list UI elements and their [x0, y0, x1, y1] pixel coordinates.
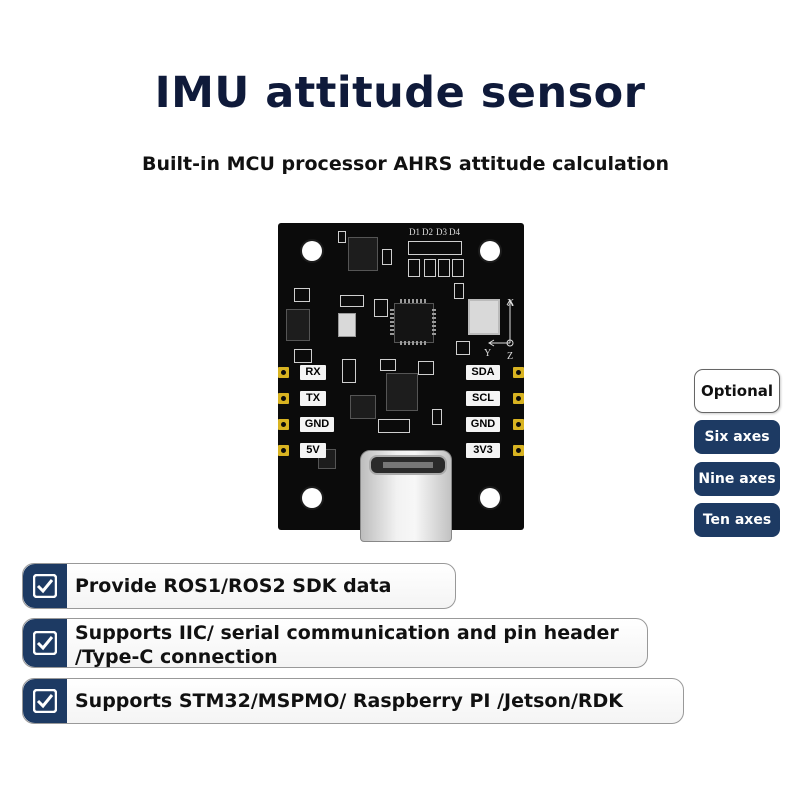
pin-label-scl: SCL	[466, 391, 500, 406]
feature-text: Supports IIC/ serial communication and p…	[75, 622, 619, 668]
capacitor	[342, 359, 356, 383]
optional-heading: Optional	[694, 369, 780, 413]
pin-pad	[513, 393, 524, 404]
pin-pad	[278, 367, 289, 378]
usb-uart-chip	[386, 373, 418, 411]
capacitor	[424, 259, 436, 277]
resistor	[294, 349, 312, 363]
option-six-axes: Six axes	[694, 420, 780, 454]
capacitor	[382, 249, 392, 265]
capacitor	[408, 259, 420, 277]
resistor	[456, 341, 470, 355]
mounting-hole	[302, 488, 322, 508]
pin-pad	[278, 393, 289, 404]
resistor	[418, 361, 434, 375]
page-subtitle: Built-in MCU processor AHRS attitude cal…	[141, 153, 670, 175]
usb-c-connector-icon	[360, 450, 452, 542]
mcu-pins	[390, 309, 394, 335]
page-title: IMU attitude sensor	[154, 68, 646, 118]
led-label-d1: D1	[409, 227, 420, 237]
feature-row-platforms: Supports STM32/MSPMO/ Raspberry PI /Jets…	[22, 678, 684, 724]
resistor	[378, 419, 410, 433]
led-label-d2: D2	[422, 227, 433, 237]
transistor	[350, 395, 376, 419]
capacitor	[454, 283, 464, 299]
mcu-pins	[400, 341, 426, 345]
mcu-pins	[432, 309, 436, 335]
option-nine-axes: Nine axes	[694, 462, 780, 496]
capacitor	[438, 259, 450, 277]
mounting-hole	[302, 241, 322, 261]
pin-label-gnd: GND	[300, 417, 334, 432]
led-row	[408, 241, 462, 255]
checkbox-checked-icon	[23, 679, 67, 723]
mounting-hole	[480, 488, 500, 508]
pin-pad	[513, 419, 524, 430]
mounting-hole	[480, 241, 500, 261]
capacitor	[432, 409, 442, 425]
pin-pad	[278, 419, 289, 430]
feature-text: Provide ROS1/ROS2 SDK data	[75, 575, 392, 597]
capacitor	[338, 231, 346, 243]
pin-label-sda: SDA	[466, 365, 500, 380]
led-label-d3: D3	[436, 227, 447, 237]
axis-label-z: Z	[507, 351, 514, 362]
crystal	[338, 313, 356, 337]
capacitor	[452, 259, 464, 277]
led-label-d4: D4	[449, 227, 460, 237]
resistor	[294, 288, 310, 302]
feature-text: Supports STM32/MSPMO/ Raspberry PI /Jets…	[75, 690, 624, 712]
voltage-regulator	[348, 237, 378, 271]
feature-row-communication: Supports IIC/ serial communication and p…	[22, 618, 648, 668]
axis-label-x: X	[507, 298, 515, 309]
pin-pad	[513, 367, 524, 378]
resistor	[340, 295, 364, 307]
axis-diagram-icon	[488, 299, 514, 347]
pin-label-rx: RX	[300, 365, 326, 380]
pin-label-5v: 5V	[300, 443, 326, 458]
feature-row-ros: Provide ROS1/ROS2 SDK data	[22, 563, 456, 609]
sensor-chip	[286, 309, 310, 341]
axis-label-y: Y	[484, 348, 492, 359]
usb-c-tongue	[383, 462, 433, 468]
pin-pad	[513, 445, 524, 456]
usb-c-port	[369, 455, 447, 475]
pin-pad	[278, 445, 289, 456]
option-ten-axes: Ten axes	[694, 503, 780, 537]
pin-label-tx: TX	[300, 391, 326, 406]
pin-label-3v3: 3V3	[466, 443, 500, 458]
pin-label-gnd-right: GND	[466, 417, 500, 432]
resistor	[380, 359, 396, 371]
capacitor	[374, 299, 388, 317]
mcu-pins	[400, 299, 426, 303]
imu-sensor	[468, 299, 500, 335]
mcu-chip	[394, 303, 434, 343]
checkbox-checked-icon	[23, 564, 67, 608]
checkbox-checked-icon	[23, 619, 67, 667]
